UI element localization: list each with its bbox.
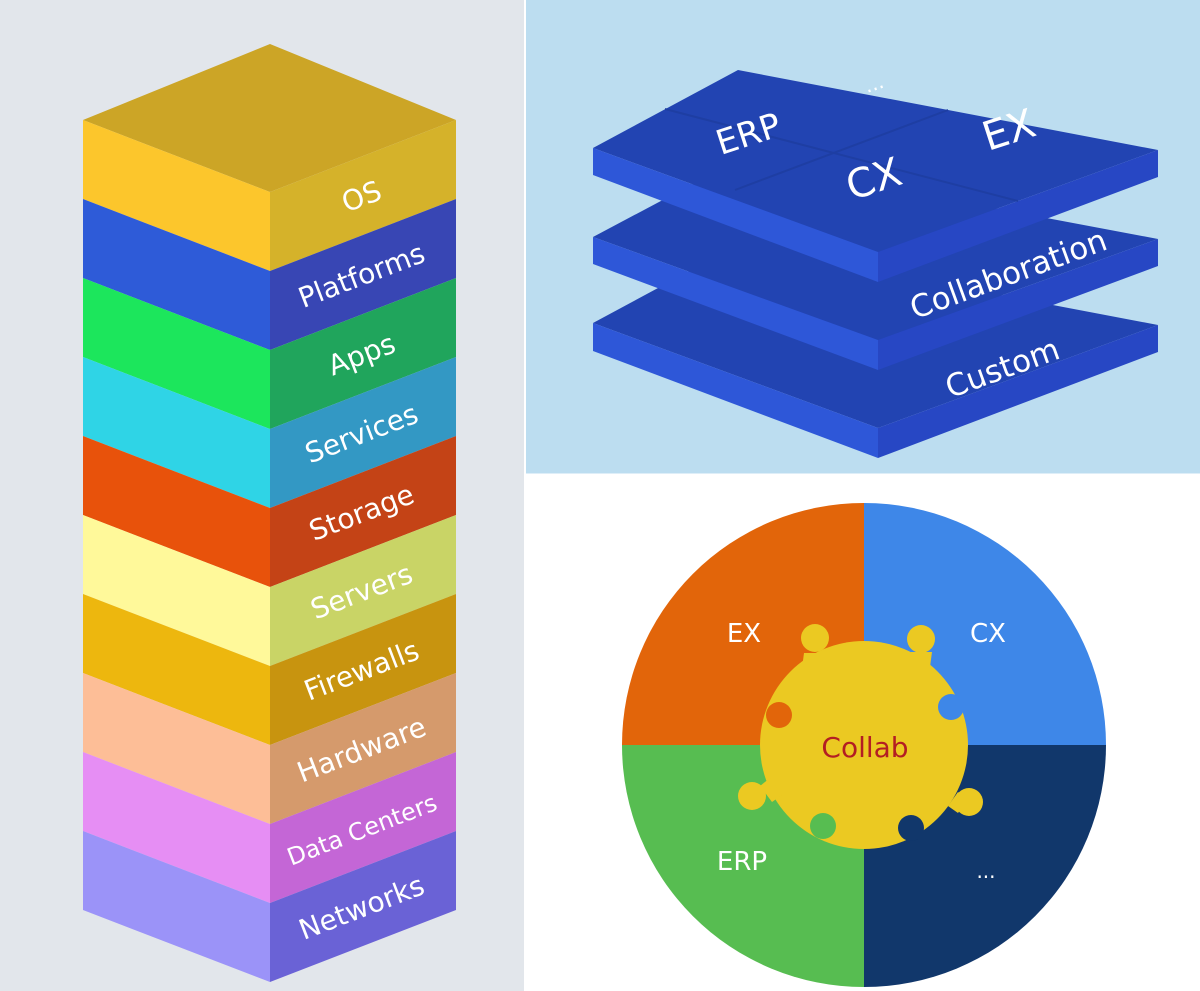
quadrant-label-more: ...: [976, 859, 995, 883]
tower-layer-front-face: [83, 357, 270, 508]
tower-layer-apps: Apps: [83, 278, 456, 429]
tower-layer-side-face: [270, 120, 456, 271]
tower-layer-side-face: [270, 357, 456, 508]
collab-puzzle-piece: [738, 624, 983, 849]
tower-layer-front-face: [83, 752, 270, 903]
technology-stack-tower: OSPlatformsAppsServicesStorageServersFir…: [83, 44, 456, 982]
tower-layer-front-face: [83, 120, 270, 271]
tower-layer-side-face: [270, 515, 456, 666]
tower-layer-services: Services: [83, 357, 456, 508]
slab-grid-line: [664, 108, 1019, 202]
tower-layer-os: OS: [83, 120, 456, 271]
collab-label: Collab: [821, 731, 908, 764]
tower-layer-side-face: [270, 752, 456, 903]
quadrant-wheel: EX CX ... ERP Collab: [622, 503, 1106, 987]
application-slabs: ERP CX EX ... Collaboration Custom: [593, 69, 1158, 458]
tower-layer-side-face: [270, 278, 456, 429]
tower-layer-front-face: [83, 199, 270, 350]
tower-layer-side-face: [270, 673, 456, 824]
tower-layer-front-face: [83, 436, 270, 587]
tower-layer-side-face: [270, 436, 456, 587]
tower-layer-front-face: [83, 594, 270, 745]
quadrant-label-erp: ERP: [717, 847, 767, 877]
slab-applications: [593, 70, 1158, 282]
tower-layer-side-face: [270, 831, 456, 982]
quadrant-label-ex: EX: [727, 619, 761, 649]
quadrant-label-cx: CX: [970, 619, 1006, 649]
tower-layer-front-face: [83, 673, 270, 824]
tower-layer-networks: Networks: [83, 831, 456, 982]
tower-layer-side-face: [270, 594, 456, 745]
tower-layer-front-face: [83, 278, 270, 429]
tower-layer-front-face: [83, 831, 270, 982]
tower-layer-storage: Storage: [83, 436, 456, 587]
tower-top-face: [83, 44, 456, 192]
tower-layer-side-face: [270, 199, 456, 350]
tower-layer-front-face: [83, 515, 270, 666]
tower-layer-servers: Servers: [83, 515, 456, 666]
slab-grid-line: [734, 109, 949, 191]
